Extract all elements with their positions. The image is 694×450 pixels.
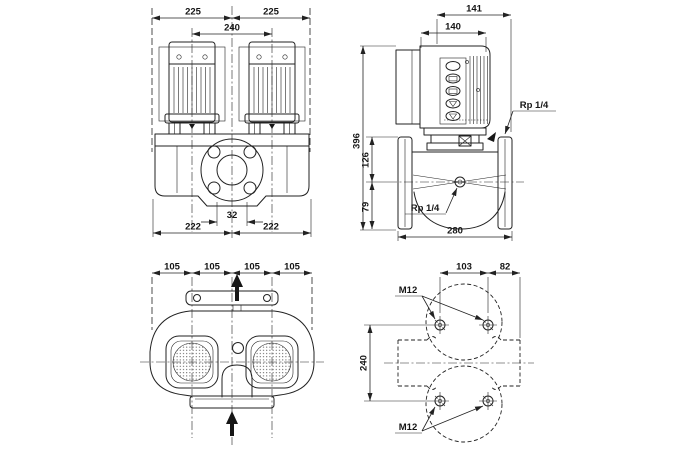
flow-arrow-bottom	[226, 411, 238, 436]
label-rp14-mid: Rp 1/4	[411, 203, 440, 214]
top-dimensions: 105 105 105 105	[152, 262, 312, 276]
flow-arrow-top	[231, 274, 243, 301]
dim-plan-edge-offset: 82	[500, 262, 511, 273]
dim-top-seg1: 105	[164, 262, 181, 273]
dim-plan-hole-pitch: 103	[456, 262, 472, 273]
top-pump-body	[149, 274, 315, 436]
dim-front-bottom-left: 222	[185, 222, 201, 233]
front-centerlines	[151, 6, 311, 238]
side-motor	[395, 45, 491, 136]
side-pump	[388, 136, 524, 230]
dim-front-motor-spacing: 240	[224, 23, 240, 34]
label-rp14-top: Rp 1/4	[520, 100, 549, 111]
label-m12-bottom: M12	[399, 422, 417, 433]
dim-side-motor-depth: 140	[445, 22, 461, 33]
side-view: 141 140 396 126 79 280 Rp 1/4 Rp 1/4	[352, 4, 556, 241]
fan-cover-left	[165, 335, 219, 389]
side-coupling	[426, 132, 496, 151]
bolt-hole-top-left	[430, 315, 450, 335]
front-view: 225 225 240 32 222 222	[151, 6, 312, 238]
dim-plan-vertical-pitch: 240	[359, 355, 370, 371]
dim-front-top-right: 225	[263, 7, 280, 18]
dim-side-length: 280	[447, 226, 463, 237]
label-m12-top: M12	[399, 285, 417, 296]
bolt-hole-bottom-right	[478, 391, 498, 411]
dim-front-bottom-right: 222	[263, 222, 279, 233]
pump-housing-front	[154, 133, 310, 207]
bolt-plan-view: 103 82 240 M12 M12	[359, 262, 534, 443]
dim-front-port-width: 32	[227, 210, 238, 221]
plan-outline	[384, 283, 534, 443]
plan-dimensions: 103 82 240 M12 M12	[359, 262, 521, 434]
dim-side-total-depth: 141	[466, 4, 483, 15]
fan-cover-right	[245, 335, 299, 389]
dim-top-seg2: 105	[204, 262, 221, 273]
top-view: 105 105 105 105	[140, 262, 324, 445]
bolt-hole-bottom-left	[430, 391, 450, 411]
front-dimensions: 225 225 240 32 222 222	[152, 7, 312, 237]
dim-side-total-height: 396	[352, 133, 363, 149]
dim-top-seg4: 105	[284, 262, 301, 273]
dim-side-mid-height: 126	[361, 152, 372, 168]
dim-front-top-left: 225	[185, 7, 202, 18]
side-dimensions: 141 140 396 126 79 280 Rp 1/4 Rp 1/4	[352, 4, 556, 241]
bolt-hole-top-right	[478, 315, 498, 335]
dim-side-base-height: 79	[361, 202, 372, 213]
dim-top-seg3: 105	[244, 262, 261, 273]
